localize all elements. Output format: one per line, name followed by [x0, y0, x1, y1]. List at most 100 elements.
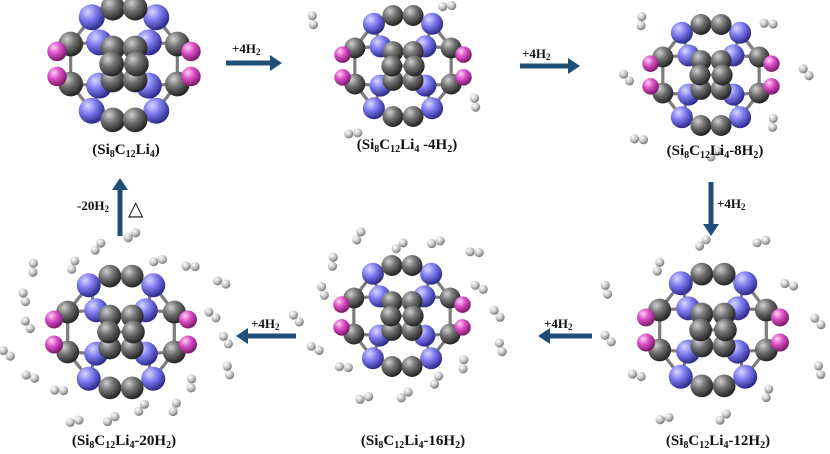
lithium-atom: [45, 310, 64, 329]
state-label-1: (Si8C12Li4): [92, 142, 160, 160]
h2-molecule: [222, 361, 235, 380]
lithium-atom: [181, 41, 201, 62]
h2-molecule: [600, 280, 613, 299]
silicon-atom: [733, 271, 758, 296]
carbon-atom: [402, 305, 424, 327]
silicon-atom: [668, 364, 693, 389]
carbon-atom: [401, 356, 423, 377]
h2-molecule: [427, 236, 445, 249]
carbon-atom: [120, 376, 144, 400]
h2-molecule: [706, 146, 723, 162]
state-4-cluster: [600, 235, 826, 425]
carbon-atom: [690, 374, 714, 398]
carbon-atom: [710, 14, 732, 35]
silicon-atom: [421, 97, 444, 120]
carbon-atom: [690, 262, 714, 286]
silicon-atom: [420, 347, 443, 370]
h2-molecule: [0, 345, 15, 361]
silicon-atom: [670, 21, 693, 44]
lithium-atom: [637, 308, 656, 327]
h2-molecule: [327, 252, 338, 271]
h2-molecule: [306, 341, 324, 355]
h2-molecule: [652, 257, 665, 276]
h2-molecule: [438, 0, 457, 12]
h2-molecule: [149, 254, 168, 267]
lithium-atom: [47, 66, 67, 87]
carbon-atom: [711, 64, 733, 86]
h2-molecule: [813, 361, 826, 380]
h2-molecule: [429, 371, 444, 389]
arrow-label-5: +4H2: [251, 316, 280, 332]
h2-molecule: [715, 409, 732, 425]
carbon-atom: [124, 51, 149, 77]
h2-molecule: [465, 247, 484, 258]
lithium-atom: [763, 78, 780, 95]
h2-molecule: [627, 369, 646, 382]
lithium-atom: [47, 41, 67, 62]
arrow-label-3: +4H2: [717, 196, 746, 212]
h2-molecule: [761, 384, 774, 403]
reaction-arrow-2: [520, 58, 580, 74]
lithium-atom: [455, 69, 472, 86]
h2-molecule: [288, 310, 304, 327]
h2-molecule: [102, 412, 120, 427]
h2-molecule: [21, 370, 40, 383]
lithium-atom: [178, 310, 197, 329]
state-6-cluster: [0, 228, 235, 428]
carbon-atom: [402, 5, 424, 26]
silicon-atom: [733, 364, 758, 389]
carbon-atom: [100, 0, 126, 21]
carbon-atom: [712, 262, 736, 286]
h2-molecule: [334, 362, 353, 373]
carbon-atom: [381, 255, 403, 276]
silicon-atom: [421, 12, 444, 35]
heat-triangle-icon: △: [128, 198, 144, 220]
silicon-atom: [361, 262, 384, 285]
h2-molecule: [469, 93, 481, 112]
state-1-cluster: [47, 0, 201, 133]
h2-molecule: [344, 128, 363, 139]
h2-molecule: [752, 235, 771, 248]
carbon-atom: [381, 55, 403, 77]
state-3-cluster: [618, 12, 814, 162]
carbon-atom: [690, 14, 712, 35]
state-label-2: (Si8C12Li4 -4H2): [356, 137, 458, 155]
h2-molecule: [458, 355, 469, 374]
carbon-atom: [98, 264, 122, 288]
carbon-atom: [98, 376, 122, 400]
h2-molecule: [168, 398, 181, 417]
carbon-atom: [710, 115, 732, 136]
arrow-label-6: -20H2: [77, 198, 109, 214]
reaction-arrow-1: [226, 55, 282, 71]
carbon-atom: [714, 318, 737, 342]
state-label-4: (Si8C12Li4-12H2): [665, 433, 771, 451]
h2-molecule: [629, 134, 649, 145]
h2-molecule: [18, 288, 31, 307]
lithium-atom: [334, 69, 351, 86]
carbon-atom: [380, 305, 402, 327]
silicon-atom: [729, 21, 752, 44]
lithium-atom: [763, 55, 780, 72]
reaction-arrow-4: [538, 328, 592, 344]
carbon-atom: [382, 106, 404, 127]
h2-molecule: [489, 305, 505, 322]
silicon-atom: [141, 366, 166, 391]
silicon-atom: [143, 97, 170, 124]
state-label-6: (Si8C12Li4-20H2): [71, 433, 177, 451]
h2-molecule: [317, 282, 329, 300]
carbon-atom: [401, 255, 423, 276]
h2-molecule: [600, 330, 616, 347]
lithium-atom: [333, 296, 350, 313]
carbon-atom: [689, 318, 712, 342]
carbon-atom: [712, 374, 736, 398]
lithium-atom: [637, 333, 656, 352]
silicon-atom: [361, 347, 384, 370]
silicon-atom: [729, 106, 752, 129]
lithium-atom: [45, 335, 64, 354]
silicon-atom: [362, 97, 385, 120]
arrow-label-1: +4H2: [232, 41, 261, 57]
carbon-atom: [381, 356, 403, 377]
h2-molecule: [307, 11, 319, 30]
h2-molecule: [186, 374, 197, 393]
h2-molecule: [20, 316, 35, 334]
